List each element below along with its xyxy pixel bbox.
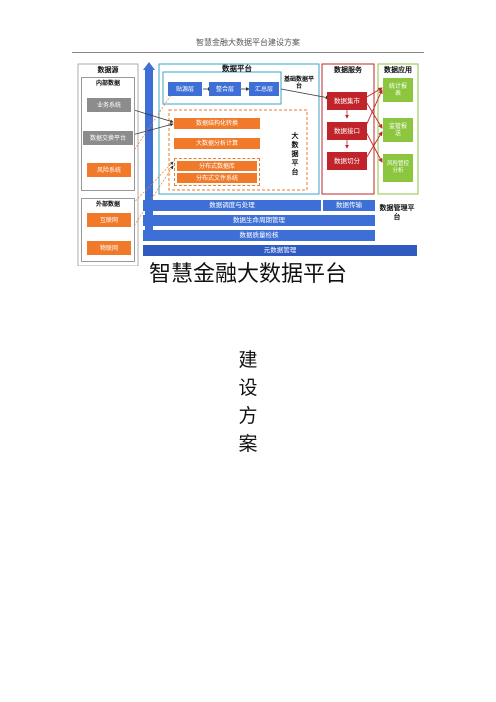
source-business-system: 业务系统 <box>87 98 131 112</box>
app-stat-report: 统计报表 <box>383 78 413 102</box>
service-data-split: 数据切分 <box>327 152 367 170</box>
mgmt-lifecycle: 数据生命周期管理 <box>143 215 375 226</box>
source-iot: 物联网 <box>87 241 131 255</box>
service-data-interface: 数据接口 <box>327 122 367 140</box>
apps-title: 数据应用 <box>384 66 412 74</box>
mgmt-transfer: 数据传输 <box>323 200 375 211</box>
page-header: 智慧金融大数据平台建设方案 <box>196 38 300 47</box>
internal-data-title: 内部数据 <box>95 80 120 87</box>
base-platform-label: 基础数据平台 <box>283 76 314 90</box>
mgmt-metadata: 元数据管理 <box>143 245 417 256</box>
source-internet: 互联网 <box>87 213 131 227</box>
layer-source: 贴源层 <box>168 82 202 96</box>
source-title: 数据源 <box>97 66 119 74</box>
source-risk-system: 风险系统 <box>87 163 131 177</box>
distributed-fs-box: 分布式文件系统 <box>177 173 257 183</box>
app-regulatory-report: 监管报送 <box>383 118 413 142</box>
distributed-storage-group <box>174 158 260 186</box>
layer-integration: 整合层 <box>209 82 241 96</box>
mgmt-scheduling: 数据调度与处理 <box>143 200 321 211</box>
services-title: 数据服务 <box>334 66 362 74</box>
document-subtitle: 建 设 方 案 <box>234 346 262 458</box>
layer-summary: 汇总层 <box>249 82 279 96</box>
mgmt-quality: 数据质量检核 <box>143 230 375 241</box>
header-rule <box>72 52 424 53</box>
subtitle-char-4: 案 <box>238 433 258 455</box>
subtitle-char-1: 建 <box>238 349 258 371</box>
big-data-compute-box: 大数据分析计算 <box>174 138 260 149</box>
external-data-title: 外部数据 <box>95 201 120 208</box>
distributed-db-box: 分布式数据库 <box>177 161 257 171</box>
app-risk-analysis: 风险管控分析 <box>383 154 413 182</box>
big-data-platform-label: 大数据平台 <box>291 132 299 176</box>
mgmt-platform-label: 数据管理平台 <box>379 204 415 221</box>
structure-convert-box: 数据结构化转换 <box>174 118 260 129</box>
platform-title: 数据平台 <box>222 64 252 73</box>
service-data-mart: 数据集市 <box>327 92 367 110</box>
subtitle-char-2: 设 <box>238 377 258 399</box>
source-data-exchange: 数据交换平台 <box>83 131 133 145</box>
document-title: 智慧金融大数据平台 <box>148 262 347 287</box>
architecture-diagram: 数据源 内部数据 业务系统 数据交换平台 风险系统 外部数据 互联网 物联网 数… <box>77 62 419 266</box>
subtitle-char-3: 方 <box>238 405 258 427</box>
